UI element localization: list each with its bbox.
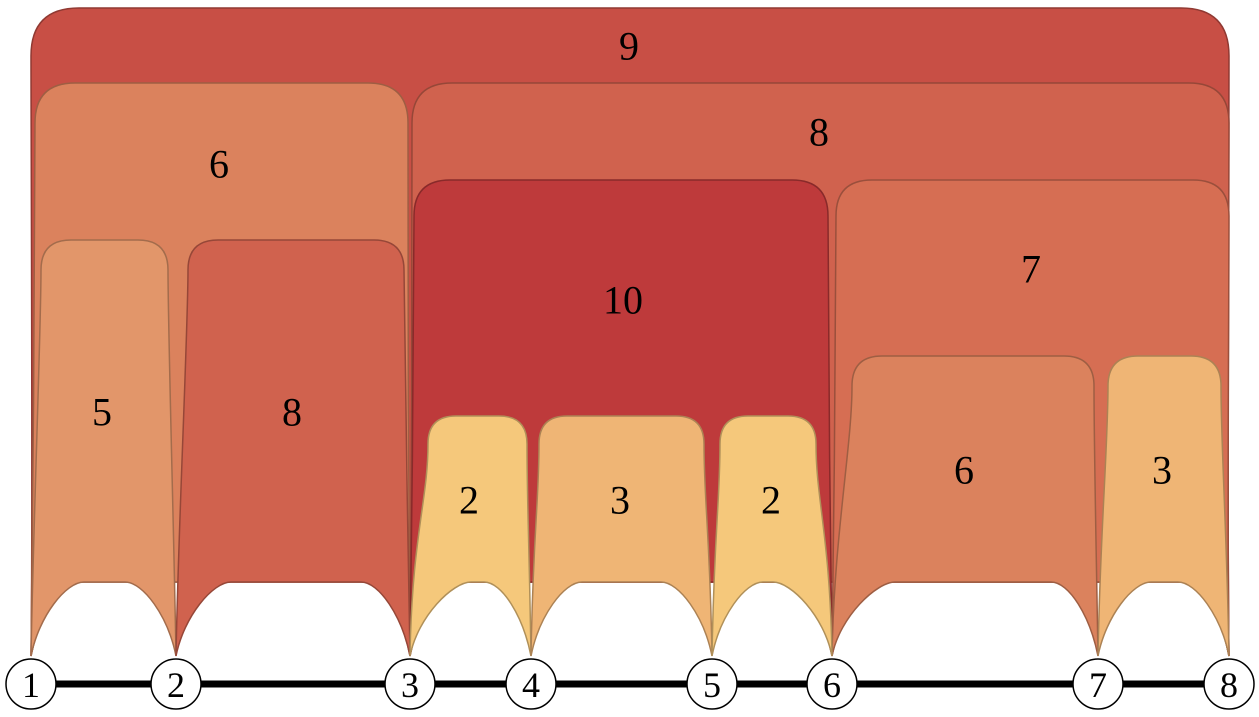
arc-weight-label: 7 — [1021, 247, 1041, 292]
nodes-layer: 1 2 3 4 5 6 7 8 — [5, 658, 1255, 710]
arc-weight-label: 8 — [809, 110, 829, 155]
node-label: 3 — [401, 665, 419, 705]
arc-4-5: 3 — [530, 415, 713, 657]
arc-weight-label: 10 — [603, 278, 643, 323]
node-label: 6 — [823, 665, 841, 705]
node-circle — [806, 658, 858, 710]
node-circle — [686, 658, 738, 710]
node-circle — [1203, 658, 1255, 710]
arc-5-6: 2 — [711, 415, 833, 657]
node-1: 1 — [5, 658, 57, 710]
arcs-layer: 9 6 8 10 7 5 8 6 3 2 3 2 — [30, 7, 1230, 657]
arc-weight-label: 8 — [282, 390, 302, 435]
arc-weight-label: 2 — [459, 478, 479, 523]
node-circle — [5, 658, 57, 710]
arc-weight-label: 6 — [209, 142, 229, 187]
arc-weight-label: 3 — [1152, 448, 1172, 493]
node-2: 2 — [150, 658, 202, 710]
node-8: 8 — [1203, 658, 1255, 710]
node-6: 6 — [806, 658, 858, 710]
arc-shape — [1097, 355, 1230, 657]
node-label: 4 — [522, 665, 540, 705]
node-7: 7 — [1072, 658, 1124, 710]
arc-shape — [831, 355, 1099, 657]
arc-shape — [409, 415, 532, 657]
node-label: 8 — [1220, 665, 1238, 705]
node-label: 2 — [167, 665, 185, 705]
node-label: 1 — [22, 665, 40, 705]
arc-6-7: 6 — [831, 355, 1099, 657]
node-circle — [505, 658, 557, 710]
node-circle — [150, 658, 202, 710]
arc-7-8: 3 — [1097, 355, 1230, 657]
arc-1-2: 5 — [30, 239, 177, 657]
arc-2-3: 8 — [175, 239, 411, 657]
arc-weight-label: 9 — [619, 24, 639, 69]
node-3: 3 — [384, 658, 436, 710]
arc-weight-label: 3 — [610, 478, 630, 523]
arc-3-4: 2 — [409, 415, 532, 657]
node-circle — [384, 658, 436, 710]
node-5: 5 — [686, 658, 738, 710]
node-label: 5 — [703, 665, 721, 705]
arc-shape — [175, 239, 411, 657]
node-label: 7 — [1089, 665, 1107, 705]
arc-weight-label: 6 — [954, 448, 974, 493]
node-4: 4 — [505, 658, 557, 710]
arc-weight-label: 5 — [92, 390, 112, 435]
node-circle — [1072, 658, 1124, 710]
arc-shape — [30, 239, 177, 657]
arc-shape — [530, 415, 713, 657]
arc-weight-label: 2 — [761, 478, 781, 523]
arc-shape — [711, 415, 833, 657]
